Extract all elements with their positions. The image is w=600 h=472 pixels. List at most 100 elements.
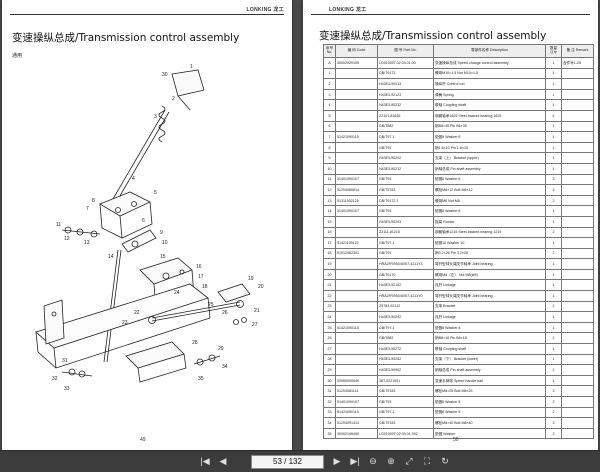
cell-remark bbox=[561, 109, 594, 122]
cell-no: 31 bbox=[323, 385, 336, 397]
cell-qty: 1 bbox=[545, 364, 562, 376]
cell-description: 联轴 Coupling shaft bbox=[433, 343, 546, 355]
cell-code: 00960000549 bbox=[335, 374, 378, 387]
cell-qty: 1 bbox=[545, 141, 562, 154]
cell-part-no: H43E3-90232 bbox=[377, 99, 434, 111]
zoom-out-icon[interactable]: ⊖ bbox=[369, 456, 377, 466]
cell-description: 螺栓M6×12 Bolt M6×12 bbox=[433, 184, 546, 196]
cell-description: 支架 Bracket bbox=[433, 300, 546, 313]
cell-code bbox=[335, 152, 378, 164]
cell-code bbox=[335, 78, 378, 90]
fullscreen-icon[interactable]: ⛶ bbox=[423, 456, 431, 466]
table-header-row: 序号 No. 编 码 Code 图 号 Part No. 零部件名称 Descr… bbox=[323, 44, 594, 58]
cell-qty: 1 bbox=[545, 290, 562, 302]
cell-no: 14 bbox=[323, 205, 336, 217]
prev-page-button[interactable]: ◀ bbox=[219, 456, 227, 466]
cell-part-no: GB/T6170 bbox=[377, 268, 434, 281]
cell-no: 15 bbox=[323, 215, 336, 228]
svg-text:5: 5 bbox=[154, 190, 157, 196]
svg-text:22: 22 bbox=[134, 310, 140, 316]
next-page-button[interactable]: ▶ bbox=[333, 456, 341, 466]
cell-description: 联轴 Coupling shaft bbox=[433, 99, 546, 111]
cell-no: 12 bbox=[323, 184, 336, 196]
first-page-button[interactable]: |◀ bbox=[200, 456, 210, 466]
svg-text:8: 8 bbox=[92, 198, 95, 204]
cell-no: 13 bbox=[323, 194, 336, 207]
cell-code bbox=[335, 141, 378, 154]
cell-description: 销B8×18 Pin B8×18 bbox=[433, 332, 546, 345]
cell-remark bbox=[561, 88, 594, 101]
cell-code bbox=[335, 300, 378, 313]
cell-code: 51401090107 bbox=[335, 396, 378, 408]
cell-no: 11 bbox=[323, 173, 336, 186]
cell-description: 销B6×35 Pin B6×35 bbox=[433, 120, 546, 133]
cell-code: 51204091414 bbox=[335, 417, 378, 429]
zoom-in-icon[interactable]: ⊕ bbox=[387, 456, 395, 466]
cell-remark bbox=[561, 78, 594, 90]
cell-description: 变速手柄球 Speed handle ball bbox=[433, 374, 546, 387]
cell-no: 19 bbox=[323, 258, 336, 270]
svg-text:26: 26 bbox=[222, 310, 228, 316]
cell-no: 20 bbox=[323, 268, 336, 281]
cell-remark bbox=[561, 184, 594, 196]
cell-remark bbox=[561, 258, 594, 270]
rotate-icon[interactable]: ↻ bbox=[441, 456, 449, 466]
svg-text:9: 9 bbox=[160, 230, 163, 236]
cell-part-no: Z2101-81635 bbox=[377, 109, 434, 122]
cell-no: 3 bbox=[323, 88, 336, 101]
cell-part-no: GB/T6172.1 bbox=[377, 194, 434, 207]
cell-remark bbox=[561, 173, 594, 186]
cell-qty: 1 bbox=[545, 237, 562, 249]
cell-code: 51421090115 bbox=[335, 321, 378, 334]
cell-part-no: GB/T97.1 bbox=[377, 237, 434, 249]
cell-qty: 1 bbox=[545, 311, 562, 323]
cell-qty: 1 bbox=[545, 67, 562, 80]
last-page-button[interactable]: ▶| bbox=[350, 456, 360, 466]
right-page: LONKING 龙工 变速操纵总成/Transmission control a… bbox=[303, 0, 598, 450]
viewer-toolbar: |◀ ◀ 53 / 132 ▶ ▶| ⊖ ⊕ ⤢ ⛶ ↻ bbox=[0, 450, 600, 472]
cell-qty: 2 bbox=[545, 417, 562, 429]
svg-text:13: 13 bbox=[84, 240, 90, 246]
cell-code bbox=[335, 162, 378, 175]
cell-code bbox=[335, 88, 378, 101]
cell-code bbox=[335, 279, 378, 292]
cell-remark bbox=[561, 152, 594, 164]
cell-qty: 2 bbox=[545, 194, 562, 207]
left-page: LONKING 龙工 变速操纵总成/Transmission control a… bbox=[2, 0, 292, 450]
fit-page-icon[interactable]: ⤢ bbox=[405, 456, 413, 466]
cell-remark bbox=[561, 385, 594, 397]
cell-part-no: GB/T97.1 bbox=[377, 131, 434, 143]
cell-no: 10 bbox=[323, 162, 336, 175]
page-indicator-input[interactable]: 53 / 132 bbox=[251, 455, 324, 469]
cell-qty: 1 bbox=[545, 162, 562, 175]
cell-code bbox=[335, 67, 378, 80]
cell-description: 销1.6×10 Pin 1.6×10 bbox=[433, 141, 546, 154]
header-qty: 数量 Q'ty bbox=[545, 44, 562, 58]
cell-qty: 1 bbox=[545, 258, 562, 270]
cell-part-no: H43E3-92123 bbox=[377, 88, 434, 101]
cell-part-no: GB/T5783 bbox=[377, 417, 434, 429]
brand-logo: LONKING 龙工 bbox=[329, 7, 367, 13]
cell-qty: 1 bbox=[545, 120, 562, 133]
cell-remark bbox=[561, 279, 594, 292]
cell-remark: 含件号1-25 bbox=[561, 57, 594, 69]
cell-code: 51204080814 bbox=[335, 184, 378, 196]
svg-text:33: 33 bbox=[64, 386, 70, 392]
cell-qty: 1 bbox=[545, 374, 562, 387]
svg-text:35: 35 bbox=[198, 376, 204, 382]
cell-no: 16 bbox=[323, 226, 336, 239]
cell-part-no: 36T-0221051 bbox=[377, 374, 434, 387]
cell-remark bbox=[561, 268, 594, 281]
cell-no: 35 bbox=[323, 427, 336, 440]
